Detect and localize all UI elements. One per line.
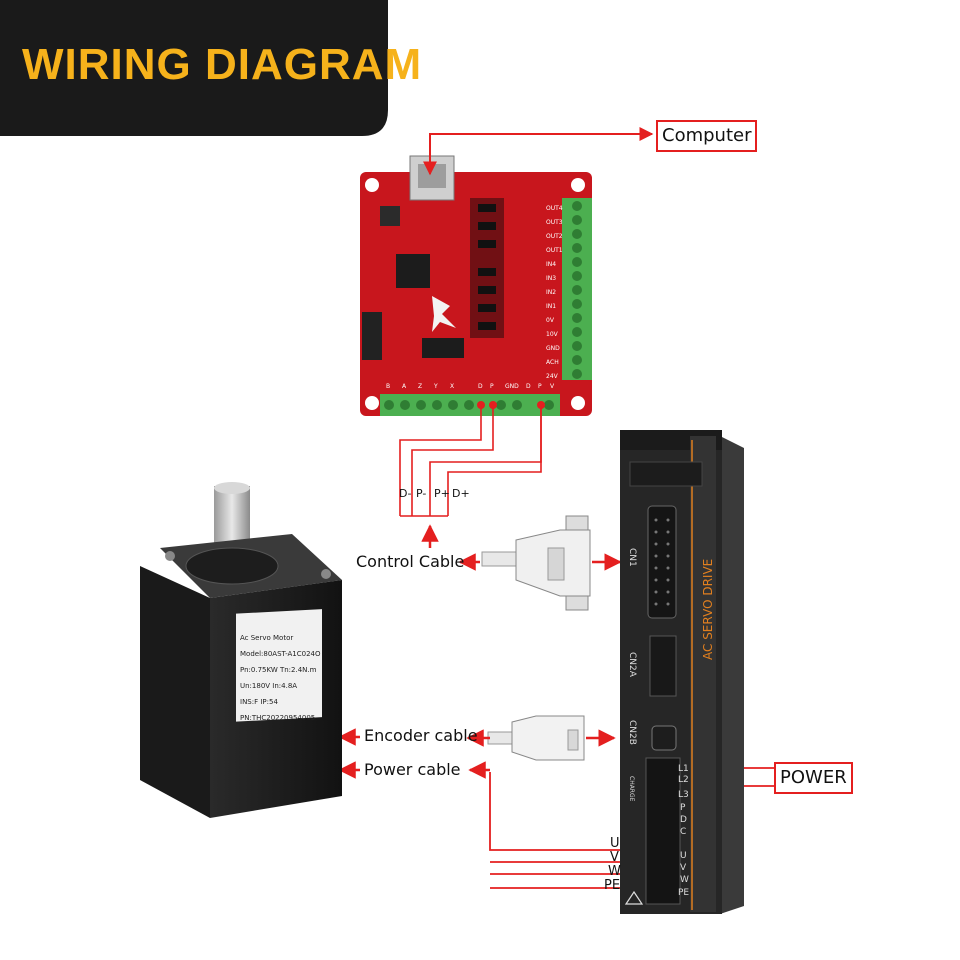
board-bottom-label-y: Y	[433, 383, 438, 390]
board-bottom-label-z: Z	[418, 383, 422, 390]
board-label-out2: OUT2	[546, 233, 563, 240]
board-label-in3: IN3	[546, 275, 556, 282]
cn1-port	[647, 505, 677, 619]
terminal-c: C	[680, 827, 686, 837]
title-banner	[0, 0, 388, 136]
nameplate-line-2: Model:80AST-A1C024O	[240, 650, 321, 658]
board-logo-icon	[432, 296, 456, 332]
board-label-gnd: GND	[546, 345, 560, 352]
nameplate-line-3: Pn:0.75KW Tn:2.4N.m	[240, 666, 317, 674]
charge-label: CHARGE	[628, 776, 635, 802]
board-bottom-label-p1: P	[490, 383, 494, 390]
board-bottom-label-v: V	[550, 383, 555, 390]
terminal-d: D	[680, 815, 687, 825]
board-bottom-label-p2: P	[538, 383, 542, 390]
encoder-connector	[487, 715, 585, 761]
board-bottom-label-a: A	[402, 383, 407, 390]
nameplate-line-5: INS:F IP:54	[240, 698, 278, 706]
power-cable-label: Power cable	[364, 760, 461, 779]
terminal-pe: PE	[678, 888, 689, 898]
nameplate-line-6: PN:THC20220954005	[240, 714, 315, 722]
cn1-label: CN1	[627, 548, 637, 567]
board-bottom-label-x: X	[450, 383, 454, 390]
page-title: WIRING DIAGRAM	[22, 40, 423, 89]
board-label-out4: OUT4	[546, 205, 563, 212]
warning-icon	[624, 890, 644, 905]
board-bottom-label-gnd: GND	[505, 383, 519, 390]
servo-motor	[140, 482, 342, 818]
board-bottom-label-d1: D	[478, 383, 483, 390]
breakout-board	[360, 155, 592, 416]
signal-label-d-plus: D+	[452, 487, 470, 500]
cn2b-label: CN2B	[627, 720, 637, 745]
db-connector	[481, 515, 591, 611]
board-label-ach: ACH	[546, 359, 559, 366]
board-label-24v: 24V	[546, 373, 559, 380]
board-label-in2: IN2	[546, 289, 556, 296]
terminal-v: V	[680, 863, 687, 873]
board-label-in4: IN4	[546, 261, 556, 268]
signal-label-p-minus: P-	[416, 487, 427, 500]
terminal-l2: L2	[678, 775, 689, 785]
drive-terminal-strip	[645, 757, 681, 905]
computer-label: Computer	[656, 120, 758, 152]
board-label-0v: 0V	[546, 317, 555, 324]
board-bottom-label-b: B	[386, 383, 390, 390]
cn2b-port	[651, 725, 677, 751]
board-label-out1: OUT1	[546, 247, 563, 254]
motor-nameplate	[236, 609, 322, 722]
wire-label-w: W	[608, 864, 621, 879]
computer-wire	[423, 127, 654, 176]
signal-label-d-minus: D-	[399, 487, 412, 500]
cn2a-label: CN2A	[627, 652, 637, 678]
terminal-l1: L1	[678, 764, 689, 774]
board-label-in1: IN1	[546, 303, 556, 310]
servo-drive	[620, 430, 744, 914]
drive-display	[629, 461, 703, 487]
board-label-out3: OUT3	[546, 219, 563, 226]
wire-label-pe: PE	[604, 878, 621, 893]
nameplate-line-1: Ac Servo Motor	[240, 634, 293, 642]
drive-brand-label: AC SERVO DRIVE	[701, 559, 715, 660]
encoder-cable-label: Encoder cable	[364, 726, 478, 745]
wire-label-v: V	[610, 850, 619, 865]
signal-wires	[399, 408, 542, 517]
terminal-p: P	[680, 803, 686, 813]
power-label: POWER	[774, 762, 853, 794]
signal-label-p-plus: P+	[434, 487, 450, 500]
terminal-w: W	[680, 875, 689, 885]
terminal-u: U	[680, 851, 687, 861]
microcontroller-chip	[396, 254, 430, 288]
cn2a-port	[649, 635, 677, 697]
nameplate-line-4: Un:180V In:4.8A	[240, 682, 297, 690]
terminal-l3: L3	[678, 790, 689, 800]
control-cable-label: Control Cable	[356, 552, 465, 571]
wire-label-u: U	[610, 836, 620, 851]
board-bottom-label-d2: D	[526, 383, 531, 390]
board-label-10v: 10V	[546, 331, 559, 338]
